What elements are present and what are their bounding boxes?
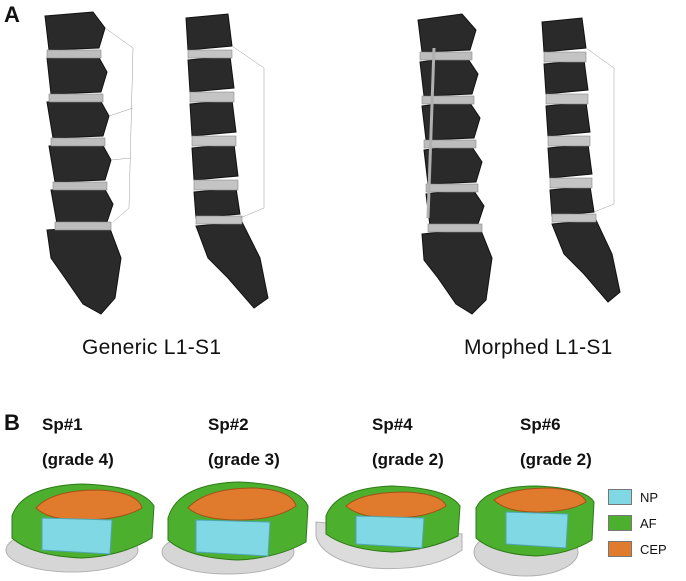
- specimen-1-id: Sp#1: [42, 415, 83, 434]
- generic-caption: Generic L1-S1: [82, 336, 222, 359]
- legend-item-af: AF: [608, 510, 667, 536]
- af-label: AF: [640, 515, 657, 531]
- legend-item-cep: CEP: [608, 536, 667, 562]
- disc-model-sp2: [161, 481, 309, 575]
- specimen-2-id: Sp#2: [208, 415, 249, 434]
- specimen-2-grade: (grade 3): [208, 450, 280, 469]
- panel-b-label: B: [4, 410, 20, 435]
- tissue-legend: NP AF CEP: [608, 484, 667, 562]
- specimen-4-grade: (grade 2): [372, 450, 444, 469]
- np-swatch: [608, 489, 632, 505]
- np-label: NP: [640, 489, 659, 505]
- specimen-1-grade: (grade 4): [42, 450, 114, 469]
- legend-item-np: NP: [608, 484, 667, 510]
- generic-spine-side-view: [44, 11, 134, 315]
- cep-swatch: [608, 541, 632, 557]
- specimen-6-grade: (grade 2): [520, 450, 592, 469]
- morphed-spine-oblique-view: [541, 17, 621, 303]
- af-swatch: [608, 515, 632, 531]
- disc-model-sp6: [473, 485, 595, 577]
- disc-model-sp4: [315, 485, 463, 570]
- specimen-4-id: Sp#4: [372, 415, 413, 434]
- panel-a-label: A: [4, 2, 20, 27]
- morphed-spine-side-view: [417, 13, 493, 315]
- cep-label: CEP: [640, 541, 667, 557]
- specimen-6-id: Sp#6: [520, 415, 561, 434]
- disc-model-sp1: [5, 483, 155, 573]
- morphed-caption: Morphed L1-S1: [464, 336, 613, 359]
- generic-spine-oblique-view: [185, 13, 269, 309]
